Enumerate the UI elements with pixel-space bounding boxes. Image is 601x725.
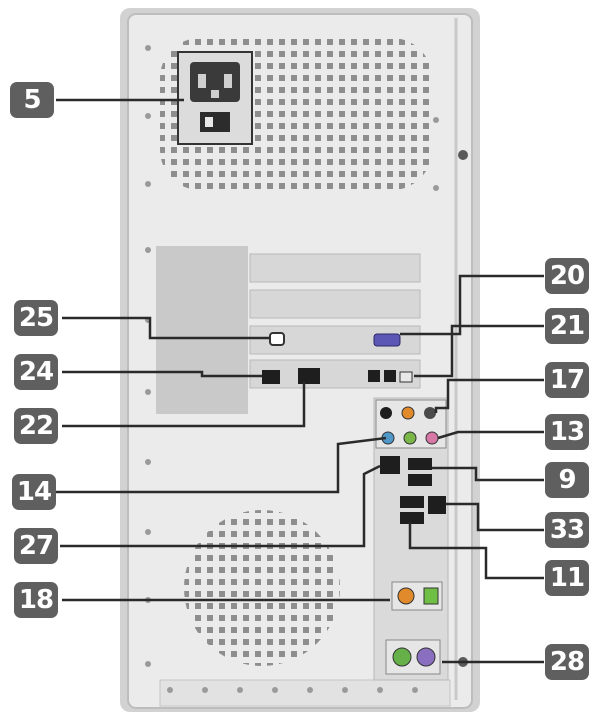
fan-vent-grille: [184, 510, 340, 666]
callout-9-badge: 9: [545, 462, 589, 498]
callout-17-badge: 17: [545, 362, 589, 398]
callout-27-badge: 27: [14, 528, 58, 564]
callout-33-badge: 33: [545, 512, 589, 548]
power-inlet: [177, 51, 253, 145]
callout-21-badge: 21: [545, 308, 589, 344]
leader-lines: [56, 98, 544, 664]
callout-25-badge: 25: [14, 300, 58, 336]
callout-24-badge: 24: [14, 354, 58, 390]
callout-28-badge: 28: [545, 644, 589, 680]
callout-20-badge: 20: [545, 258, 589, 294]
expansion-slots: [156, 246, 421, 414]
callout-18-badge: 18: [14, 582, 58, 618]
callout-14-badge: 14: [12, 474, 56, 510]
callout-22-badge: 22: [14, 408, 58, 444]
case-screws: [145, 45, 468, 693]
callout-11-badge: 11: [545, 560, 589, 596]
callout-13-badge: 13: [545, 414, 589, 450]
callout-5-badge: 5: [10, 82, 54, 118]
